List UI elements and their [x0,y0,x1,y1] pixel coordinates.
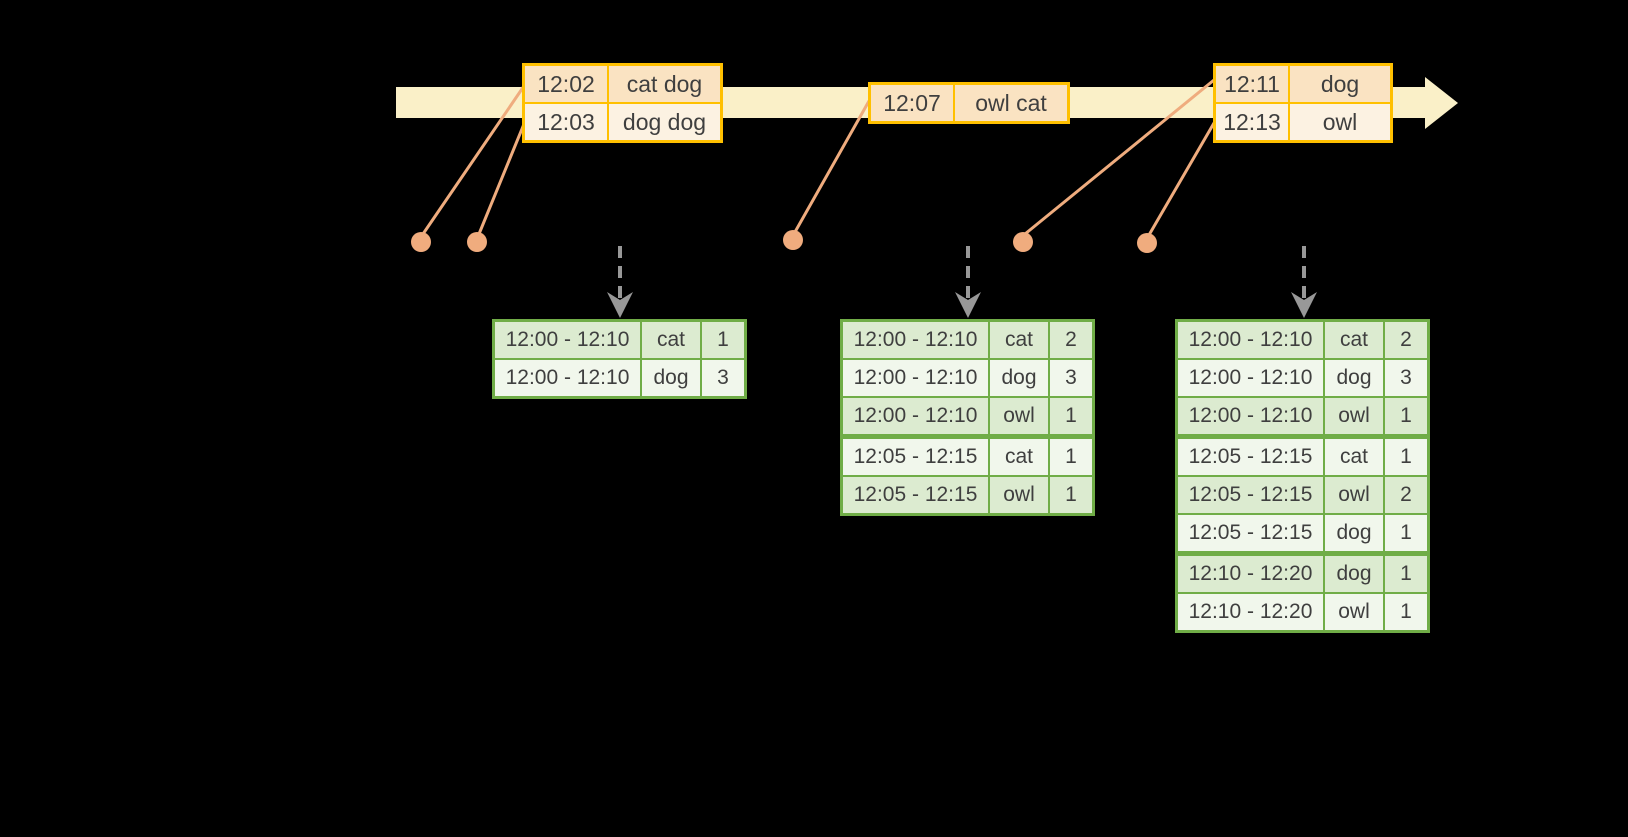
result-table-3: 12:00 - 12:10 cat 2 12:00 - 12:10 dog 3 … [1175,319,1430,633]
event-batch-table-1: 12:02 cat dog 12:03 dog dog [522,63,723,143]
event-time-cell: 12:11 [1216,66,1288,102]
count-cell: 1 [1050,398,1092,434]
word-cell: owl [1325,398,1383,434]
word-cell: owl [990,398,1048,434]
window-cell: 12:00 - 12:10 [1178,322,1323,358]
table-row: 12:00 - 12:10 cat 1 [495,322,744,358]
event-time-cell: 12:13 [1216,104,1288,140]
window-cell: 12:05 - 12:15 [1178,477,1323,513]
table-row: 12:00 - 12:10 dog 3 [843,360,1092,396]
count-cell: 1 [1385,594,1427,630]
word-cell: dog [990,360,1048,396]
event-time-dot [1013,232,1033,252]
window-cell: 12:00 - 12:10 [843,322,988,358]
word-cell: owl [990,477,1048,513]
event-words-cell: owl cat [955,85,1067,121]
event-words-cell: owl [1290,104,1390,140]
event-words-cell: dog dog [609,104,720,140]
word-cell: dog [1325,360,1383,396]
count-cell: 1 [1385,515,1427,551]
table-row: 12:05 - 12:15 cat 1 [843,439,1092,475]
event-time-cell: 12:02 [525,66,607,102]
window-cell: 12:10 - 12:20 [1178,556,1323,592]
event-batch-table-2: 12:07 owl cat [868,82,1070,124]
count-cell: 1 [1385,556,1427,592]
word-cell: owl [1325,594,1383,630]
window-cell: 12:00 - 12:10 [495,322,640,358]
result-arrow-head-icon [955,292,981,318]
window-cell: 12:05 - 12:15 [843,439,988,475]
event-time-dot [783,230,803,250]
table-row: 12:05 - 12:15 cat 1 [1178,439,1427,475]
window-cell: 12:00 - 12:10 [1178,360,1323,396]
event-words-cell: cat dog [609,66,720,102]
window-cell: 12:05 - 12:15 [843,477,988,513]
window-cell: 12:00 - 12:10 [1178,398,1323,434]
word-cell: cat [642,322,700,358]
word-cell: owl [1325,477,1383,513]
table-row: 12:00 - 12:10 cat 2 [843,322,1092,358]
window-cell: 12:00 - 12:10 [843,398,988,434]
event-words-cell: dog [1290,66,1390,102]
event-time-cell: 12:03 [525,104,607,140]
window-cell: 12:00 - 12:10 [495,360,640,396]
event-connector-line [477,122,526,236]
event-time-dot [411,232,431,252]
count-cell: 1 [1385,398,1427,434]
result-table-2: 12:00 - 12:10 cat 2 12:00 - 12:10 dog 3 … [840,319,1095,516]
result-arrow-head-icon [1291,292,1317,318]
count-cell: 2 [1385,322,1427,358]
count-cell: 1 [702,322,744,358]
table-row: 12:05 - 12:15 owl 1 [843,477,1092,513]
table-row: 12:00 - 12:10 cat 2 [1178,322,1427,358]
event-time-cell: 12:07 [871,85,953,121]
table-row: 12:00 - 12:10 owl 1 [843,398,1092,434]
event-connector-line [793,99,871,234]
window-cell: 12:00 - 12:10 [843,360,988,396]
result-table-1: 12:00 - 12:10 cat 1 12:00 - 12:10 dog 3 [492,319,747,399]
count-cell: 1 [1385,439,1427,475]
count-cell: 3 [702,360,744,396]
count-cell: 1 [1050,477,1092,513]
table-row: 12:05 - 12:15 owl 2 [1178,477,1427,513]
count-cell: 2 [1385,477,1427,513]
result-arrow-head-icon [607,292,633,318]
event-time-dot [467,232,487,252]
event-connector-line [1147,121,1216,237]
table-row: 12:00 - 12:10 dog 3 [1178,360,1427,396]
event-batch-table-3: 12:11 dog 12:13 owl [1213,63,1393,143]
word-cell: dog [642,360,700,396]
table-row: 12:00 - 12:10 owl 1 [1178,398,1427,434]
table-row: 12:05 - 12:15 dog 1 [1178,515,1427,551]
count-cell: 3 [1385,360,1427,396]
word-cell: cat [990,439,1048,475]
word-cell: cat [990,322,1048,358]
window-cell: 12:10 - 12:20 [1178,594,1323,630]
count-cell: 2 [1050,322,1092,358]
word-cell: cat [1325,322,1383,358]
window-cell: 12:05 - 12:15 [1178,515,1323,551]
timeline-arrowhead-icon [1425,77,1458,129]
count-cell: 3 [1050,360,1092,396]
event-time-dot [1137,233,1157,253]
window-cell: 12:05 - 12:15 [1178,439,1323,475]
word-cell: dog [1325,515,1383,551]
table-row: 12:10 - 12:20 dog 1 [1178,556,1427,592]
table-row: 12:10 - 12:20 owl 1 [1178,594,1427,630]
word-cell: cat [1325,439,1383,475]
table-row: 12:00 - 12:10 dog 3 [495,360,744,396]
count-cell: 1 [1050,439,1092,475]
word-cell: dog [1325,556,1383,592]
